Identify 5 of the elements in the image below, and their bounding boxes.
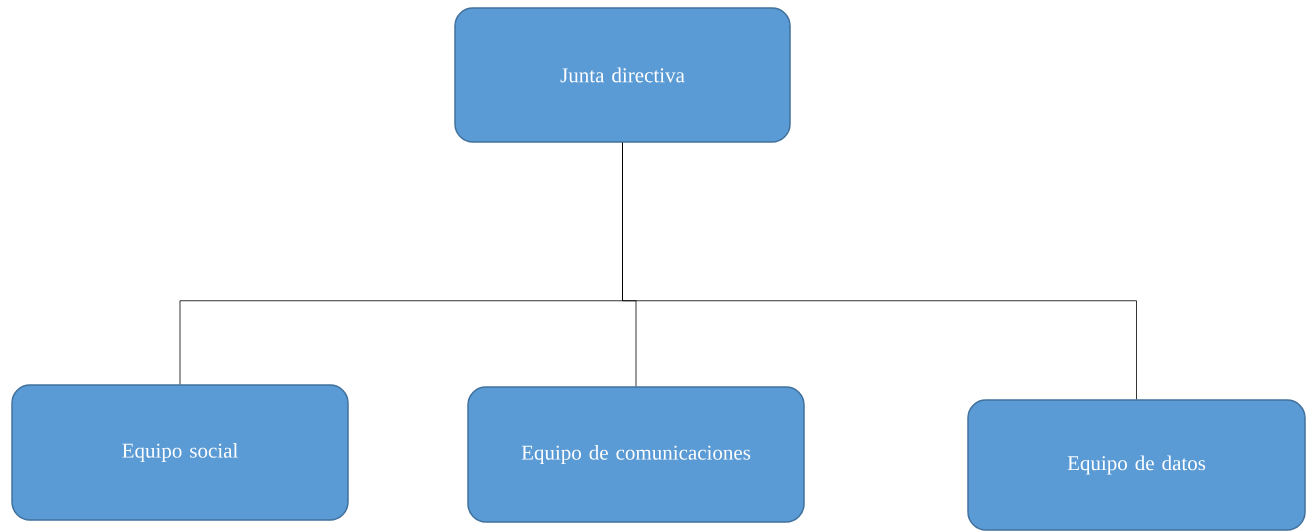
person-box: Equipo de datos <box>967 399 1306 531</box>
person-box: Junta directiva <box>454 7 791 143</box>
person-box: Equipo de comunicaciones <box>467 386 805 523</box>
connector-line <box>622 142 1137 400</box>
person-box: Equipo social <box>11 384 349 521</box>
